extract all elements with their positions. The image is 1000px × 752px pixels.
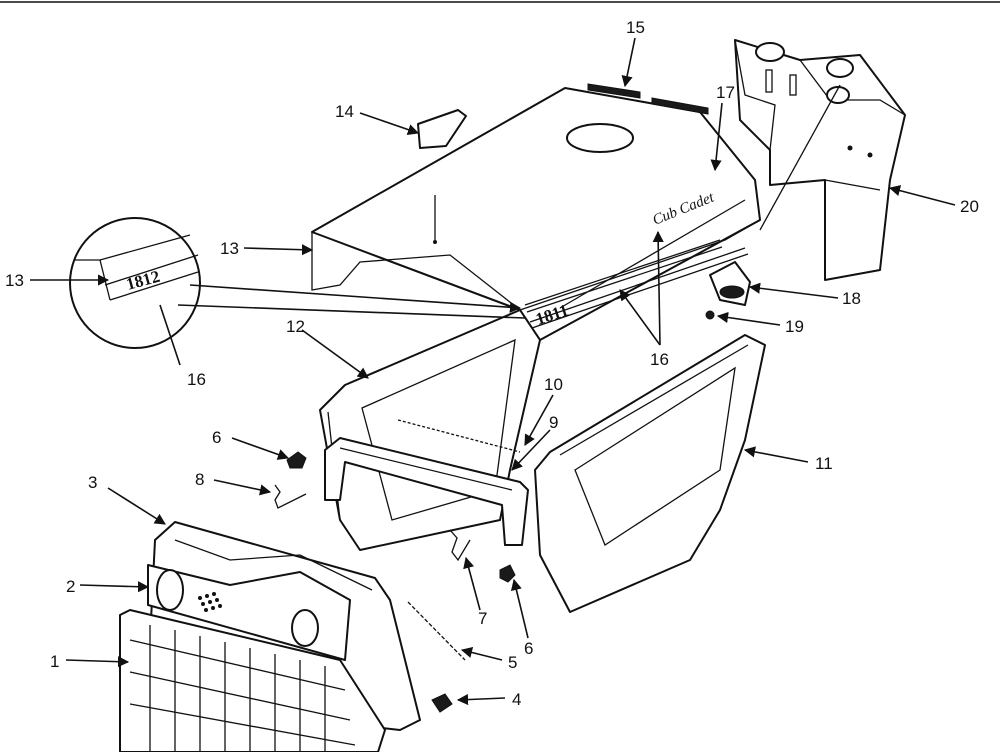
grille-part-1: [119, 609, 386, 752]
callout-20: 20: [960, 197, 979, 216]
callout-15: 15: [626, 18, 645, 37]
leader-lines: [30, 37, 956, 706]
latch-part-18: [709, 261, 751, 306]
callout-13b: 13: [220, 239, 239, 258]
spring-part-10: [397, 419, 521, 453]
callout-11: 11: [815, 454, 833, 473]
callout-18: 18: [842, 289, 861, 308]
nut-part-19: [705, 310, 715, 320]
hood-part-17: Cub Cadet 1811: [311, 87, 761, 341]
callout-1: 1: [50, 652, 59, 671]
callout-13a: 13: [5, 271, 24, 290]
callout-17: 17: [716, 83, 735, 102]
bumper-part-14: [417, 109, 467, 149]
callout-8: 8: [195, 470, 204, 489]
callout-2: 2: [66, 577, 75, 596]
callout-16b: 16: [650, 350, 669, 369]
latch-knob: [719, 285, 745, 299]
hook-part-7: [449, 529, 471, 562]
hood-strip-part-15: [587, 83, 709, 115]
callout-19: 19: [785, 317, 804, 336]
pad-part-6-left: [286, 451, 307, 469]
hood-bracket-part-9: [324, 437, 529, 546]
callout-4: 4: [512, 690, 521, 709]
callout-3: 3: [88, 473, 97, 492]
callout-14: 14: [335, 102, 354, 121]
callout-6a: 6: [212, 428, 221, 447]
dash-panel-part-20: [734, 39, 906, 281]
clip-part-4: [431, 693, 453, 713]
hook-part-8: [274, 484, 307, 509]
callout-12: 12: [286, 317, 305, 336]
side-panel-part-11: [534, 334, 766, 613]
spring-part-5: [407, 601, 466, 661]
callout-7: 7: [478, 609, 487, 628]
detail-inset: 1812: [69, 217, 526, 349]
callout-10: 10: [544, 375, 563, 394]
grille-panel-part-2: [147, 564, 351, 661]
callout-5: 5: [508, 653, 517, 672]
callout-16a: 16: [187, 370, 206, 389]
pad-part-6-right: [499, 564, 516, 583]
callout-6b: 6: [524, 639, 533, 658]
callouts: 1 2 3 4 5 6 6 7 8 9 10 11 12 13 13 14 15…: [5, 18, 979, 709]
callout-9: 9: [549, 413, 558, 432]
